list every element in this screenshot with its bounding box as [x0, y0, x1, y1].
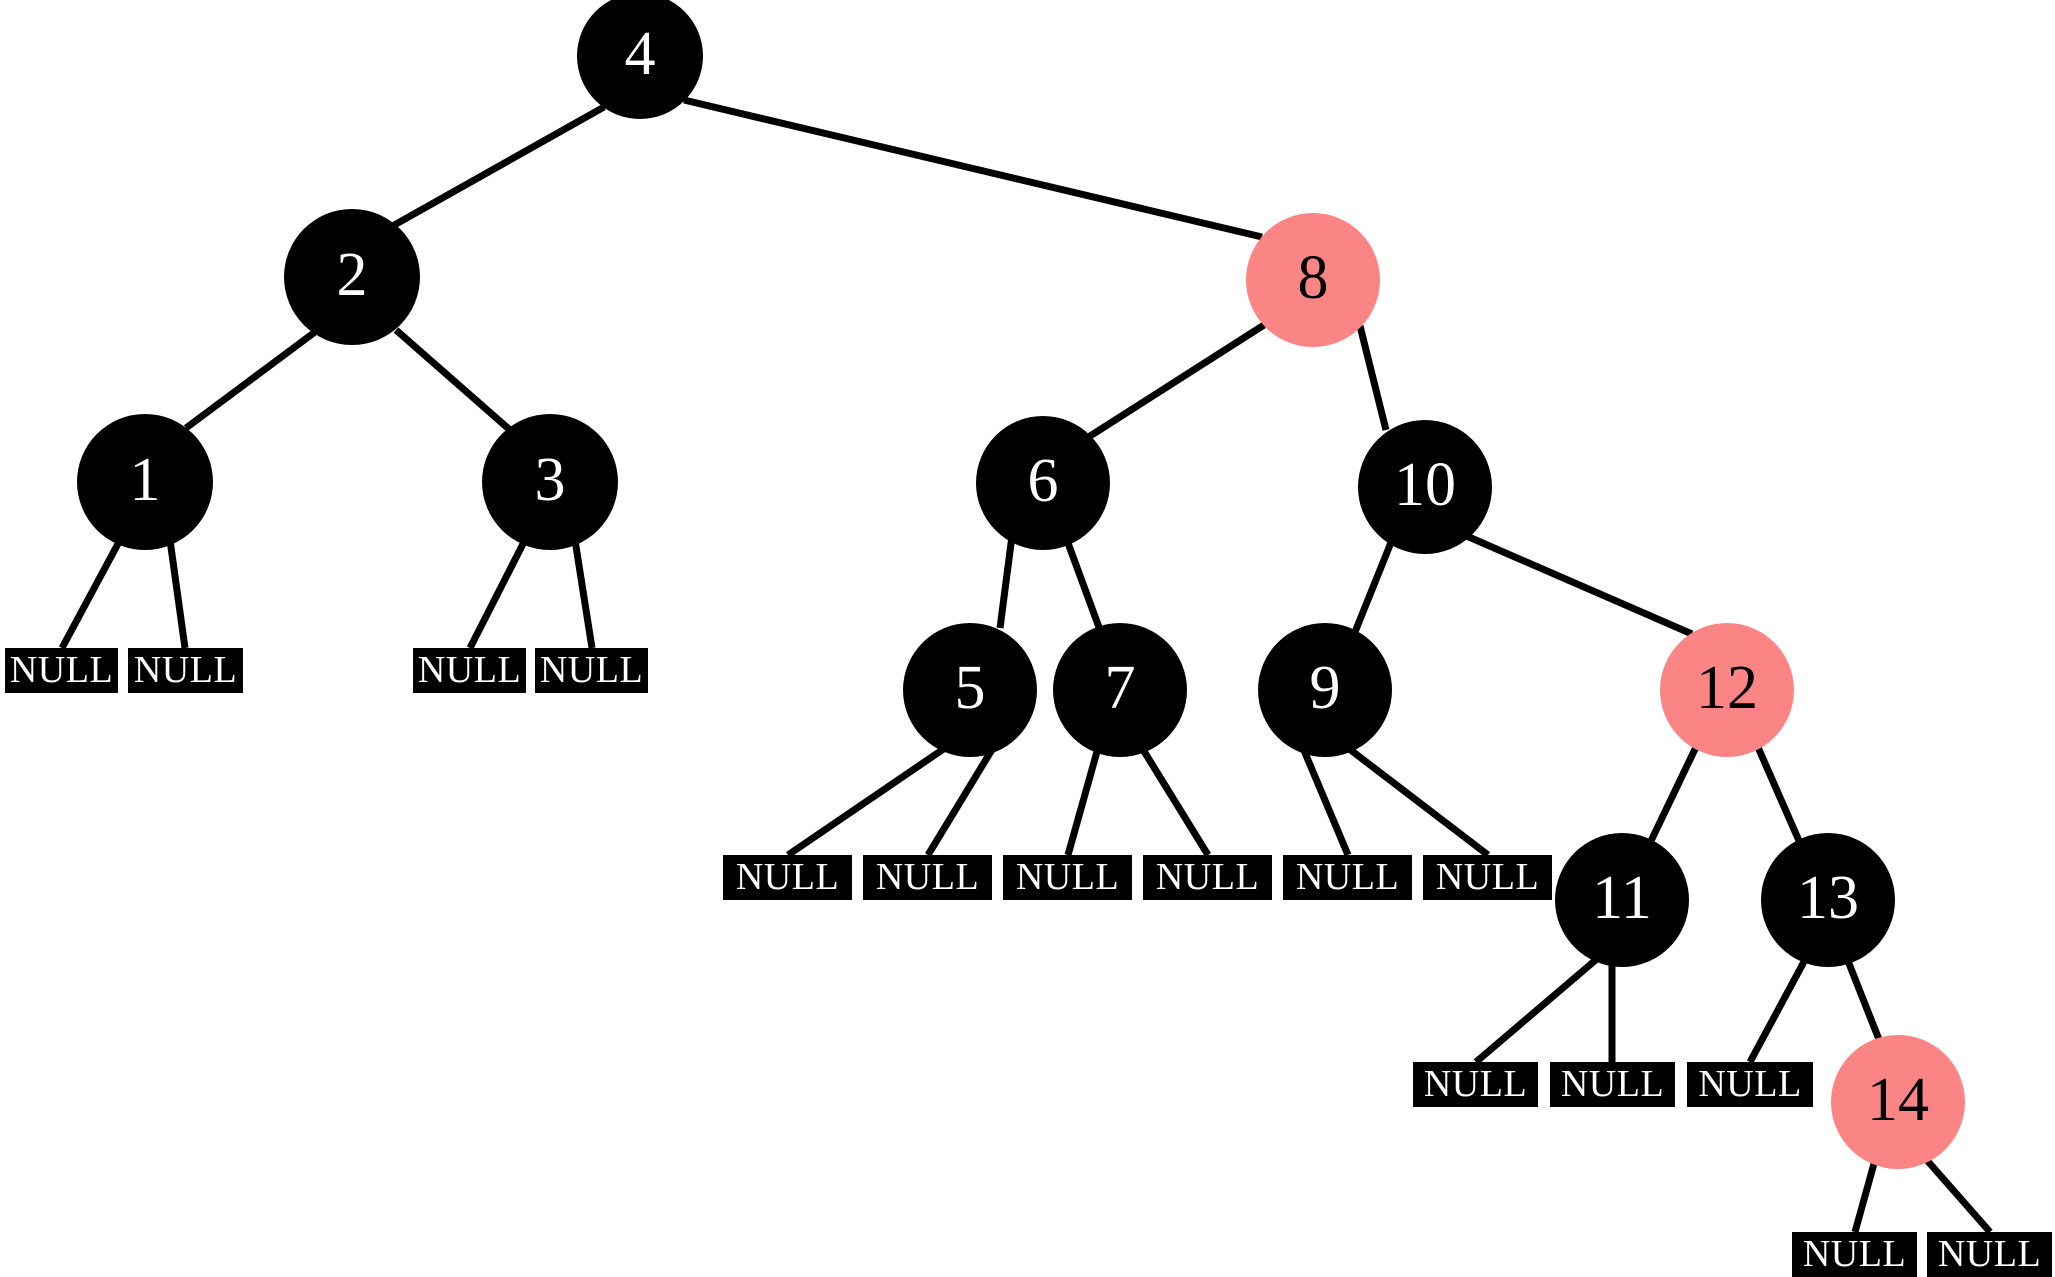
tree-node-6[interactable]: 6 [976, 416, 1110, 550]
null-leaf-null14L: NULL [1792, 1232, 1917, 1277]
tree-edge-n12-n11 [1646, 743, 1701, 845]
null-leaf-null3R: NULL [535, 648, 648, 693]
tree-node-14[interactable]: 14 [1831, 1035, 1965, 1169]
tree-node-7[interactable]: 7 [1053, 623, 1187, 757]
tree-node-label: 1 [129, 446, 161, 514]
null-leaf-null3L: NULL [413, 648, 526, 693]
null-leaf-label: NULL [735, 855, 840, 898]
tree-node-label: 8 [1297, 244, 1329, 312]
tree-node-label: 2 [336, 241, 368, 309]
null-leaf-label: NULL [1155, 855, 1260, 898]
tree-edge-n8-n6 [1085, 322, 1266, 441]
tree-node-4[interactable]: 4 [577, 0, 703, 119]
null-leaf-label: NULL [875, 855, 980, 898]
tree-edge-n1-null1L [58, 538, 124, 650]
tree-edge-n14-null14R [1922, 1155, 1993, 1235]
tree-edge-n13-n14 [1842, 954, 1884, 1044]
null-leaf-label: NULL [133, 648, 238, 691]
tree-edge-n14-null14L [1851, 1159, 1879, 1233]
tree-node-label: 12 [1696, 654, 1758, 722]
null-leaf-null9R: NULL [1423, 855, 1552, 900]
null-leaf-label: NULL [1295, 855, 1400, 898]
tree-edge-n2-n1 [183, 329, 318, 431]
tree-edge-n9-null9L [1299, 746, 1352, 857]
tree-edge-n12-n13 [1753, 743, 1804, 845]
null-leaf-null9L: NULL [1283, 855, 1412, 900]
tree-node-label: 9 [1309, 654, 1341, 722]
tree-edge-n5-null5L [786, 745, 947, 858]
null-leaf-null1L: NULL [5, 648, 118, 693]
tree-node-13[interactable]: 13 [1761, 833, 1895, 967]
tree-node-label: 10 [1394, 451, 1456, 519]
tree-edge-n3-null3R [571, 539, 596, 649]
null-leaf-label: NULL [1015, 855, 1120, 898]
null-leaf-label: NULL [1423, 1062, 1528, 1105]
tree-edge-n9-null9R [1345, 745, 1491, 858]
null-leaf-label: NULL [1435, 855, 1540, 898]
tree-node-label: 3 [534, 446, 566, 514]
tree-edge-n13-null13L [1746, 956, 1810, 1064]
null-leaf-null5L: NULL [723, 855, 852, 900]
tree-edge-n7-null7L [1064, 747, 1102, 856]
tree-edge-n11-null11L [1473, 955, 1601, 1065]
null-leaf-label: NULL [417, 648, 522, 691]
tree-node-5[interactable]: 5 [903, 623, 1037, 757]
tree-edge-n10-n9 [1351, 538, 1396, 634]
tree-node-label: 6 [1027, 447, 1059, 515]
null-leaf-null14R: NULL [1927, 1232, 2052, 1277]
tree-edge-n6-n7 [1064, 541, 1104, 632]
tree-node-12[interactable]: 12 [1660, 623, 1794, 757]
tree-node-8[interactable]: 8 [1246, 213, 1380, 347]
null-leaf-label: NULL [1937, 1232, 2042, 1275]
tree-node-9[interactable]: 9 [1258, 623, 1392, 757]
tree-edge-n3-null3L [466, 538, 529, 650]
null-leaf-null13L: NULL [1687, 1062, 1813, 1107]
tree-edge-n2-n3 [393, 327, 513, 433]
tree-edge-n1-null1R [166, 539, 189, 649]
tree-node-label: 5 [954, 654, 986, 722]
tree-node-3[interactable]: 3 [482, 414, 618, 550]
null-leaf-label: NULL [1802, 1232, 1907, 1275]
null-leaf-null11R: NULL [1550, 1062, 1675, 1107]
tree-node-10[interactable]: 10 [1358, 420, 1492, 554]
null-leaf-label: NULL [1560, 1062, 1665, 1105]
tree-node-2[interactable]: 2 [284, 209, 420, 345]
tree-edge-n6-n5 [996, 535, 1016, 629]
tree-node-label: 13 [1797, 864, 1859, 932]
null-leaf-null1R: NULL [128, 648, 243, 693]
tree-edge-n4-n2 [387, 103, 606, 232]
null-leaf-null5R: NULL [863, 855, 992, 900]
tree-node-label: 7 [1104, 654, 1136, 722]
tree-edge-n7-null7R [1139, 746, 1211, 857]
null-leaf-null7R: NULL [1143, 855, 1272, 900]
tree-node-label: 14 [1867, 1066, 1929, 1134]
null-leaf-null11L: NULL [1413, 1062, 1538, 1107]
tree-node-1[interactable]: 1 [77, 414, 213, 550]
tree-node-label: 4 [624, 20, 656, 88]
tree-node-11[interactable]: 11 [1555, 833, 1689, 967]
null-leaf-label: NULL [9, 648, 114, 691]
null-leaf-label: NULL [539, 648, 644, 691]
tree-edge-n10-n12 [1460, 530, 1694, 638]
tree-edge-n4-n8 [683, 96, 1263, 241]
null-leaf-null7L: NULL [1003, 855, 1132, 900]
tree-edge-n5-null5R [925, 746, 996, 857]
tree-edge-n8-n10 [1356, 325, 1390, 431]
tree-node-label: 11 [1592, 864, 1652, 932]
null-leaf-label: NULL [1698, 1062, 1802, 1105]
